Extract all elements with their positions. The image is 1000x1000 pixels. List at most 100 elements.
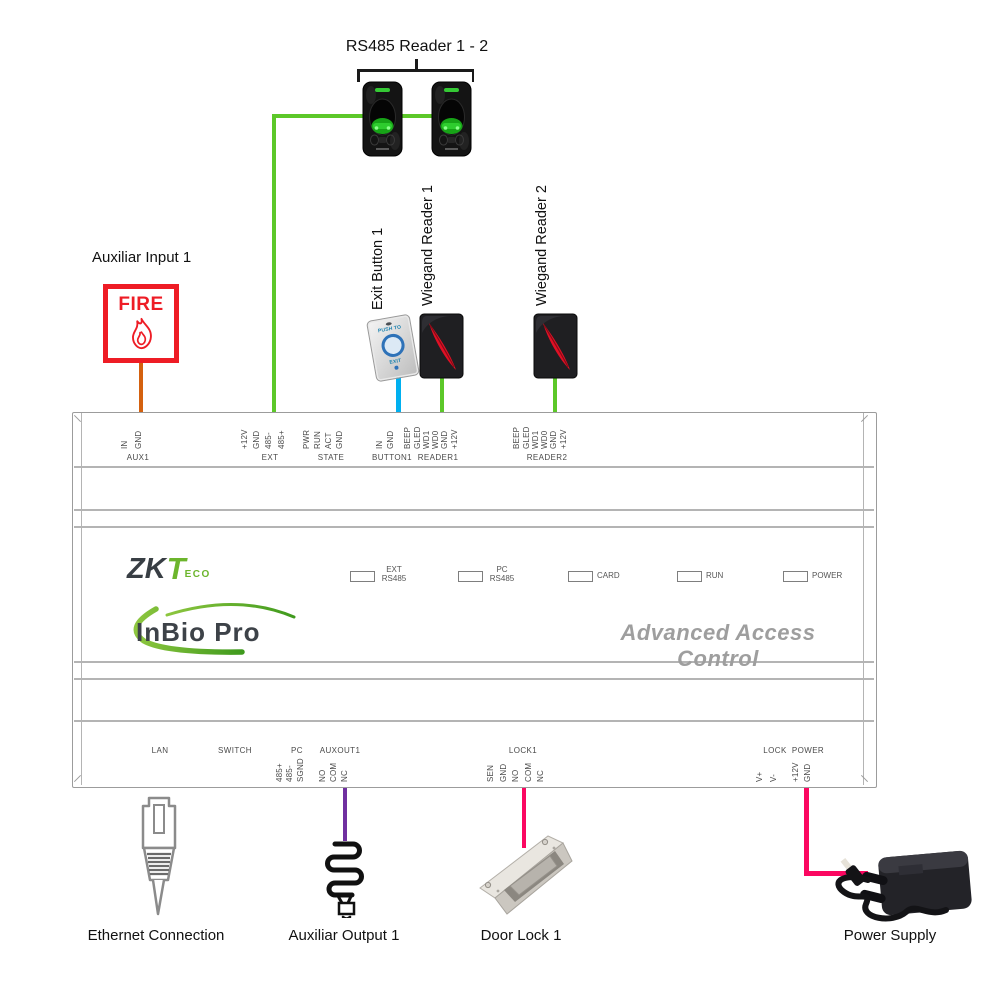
power-adapter	[835, 850, 972, 922]
fingerprint-reader-1	[362, 81, 403, 157]
panel-divider	[74, 526, 874, 528]
panel-divider	[74, 720, 874, 722]
terminal-group-label: LOCK1	[508, 746, 538, 755]
model-name: InBio Pro	[136, 617, 261, 647]
pin-label: 485+	[275, 763, 284, 782]
logo-eco: ECO	[184, 569, 211, 580]
terminal-group-label: SWITCH	[218, 746, 252, 755]
pin-label: GND	[803, 763, 812, 782]
ethernet-caption: Ethernet Connection	[87, 927, 225, 944]
panel-divider	[74, 678, 874, 680]
pin-label: 485-	[285, 765, 294, 782]
wiegand1-wire	[440, 374, 444, 415]
pin-label: WD0	[431, 430, 440, 449]
terminal-group-label: READER2	[526, 453, 568, 462]
terminal-group-label: STATE	[317, 453, 345, 462]
panel-right-edge	[863, 413, 865, 785]
pin-label: WD1	[422, 430, 431, 449]
aux-input-wire	[139, 360, 143, 415]
door-strike-lock	[479, 835, 573, 915]
pin-label: +12V	[240, 429, 249, 449]
terminal-group-label: EXT	[261, 453, 279, 462]
bracket-left-drop	[357, 69, 360, 82]
bracket-right-drop	[471, 69, 474, 82]
aux-output-wire	[343, 788, 347, 841]
bracket-center-tick	[415, 59, 418, 71]
pin-label: COM	[329, 762, 338, 782]
led-label: POWER	[812, 571, 843, 580]
pin-label: PWR	[302, 429, 311, 449]
cfl-bulb-icon	[325, 841, 364, 918]
aux-output-caption: Auxiliar Output 1	[288, 927, 400, 944]
terminal-group-label: AUX1	[126, 453, 150, 462]
pin-label: GLED	[522, 426, 531, 449]
panel-divider	[74, 466, 874, 468]
panel-divider	[74, 509, 874, 511]
led-label: RUN	[706, 571, 724, 580]
pin-label: BEEP	[403, 426, 412, 449]
pin-label: SGND	[296, 758, 305, 782]
led-ext-rs485	[350, 571, 375, 582]
logo-t: T	[166, 551, 186, 586]
pin-label: GND	[335, 430, 344, 449]
inbio-pro-logo: InBio Pro	[122, 593, 312, 657]
pin-label: GND	[440, 430, 449, 449]
pin-label: GND	[252, 430, 261, 449]
exit-button-device: PUSH TO EXIT	[365, 313, 421, 383]
fingerprint-reader-2	[431, 81, 472, 157]
pin-label: GND	[134, 430, 143, 449]
wiegand-reader-2-device	[533, 313, 578, 379]
terminal-group-label: READER1	[417, 453, 459, 462]
led-run	[677, 571, 702, 582]
wiegand-reader-2-label: Wiegand Reader 2	[534, 185, 550, 306]
led-pc-rs485	[458, 571, 483, 582]
pin-label: NO	[511, 769, 520, 782]
pin-label: NC	[340, 770, 349, 782]
logo-zk: ZK	[127, 553, 166, 585]
pin-label: RUN	[313, 431, 322, 449]
pin-label: WD1	[531, 430, 540, 449]
led-label: EXT RS485	[381, 565, 407, 583]
terminal-group-label: LAN	[151, 746, 169, 755]
led-label: PC RS485	[489, 565, 515, 583]
wiegand-reader-1-label: Wiegand Reader 1	[420, 185, 436, 306]
pin-label: V+	[755, 771, 764, 782]
wiegand-reader-1-device	[419, 313, 464, 379]
door-lock-caption: Door Lock 1	[480, 927, 562, 944]
terminal-group-label: BUTTON1	[372, 453, 412, 462]
exit-button-wire	[396, 376, 401, 415]
led-label: CARD	[597, 571, 620, 580]
pin-label: ACT	[324, 432, 333, 449]
terminal-group-label: PC	[291, 746, 303, 755]
panel-tagline: Advanced Access Control	[620, 620, 816, 671]
power-supply-wire-horizontal	[804, 871, 868, 876]
pin-label: GLED	[413, 426, 422, 449]
fire-text: FIRE	[118, 294, 164, 315]
pin-label: NC	[536, 770, 545, 782]
pin-label: NO	[318, 769, 327, 782]
pin-label: BEEP	[512, 426, 521, 449]
terminal-group-label: LOCK	[763, 746, 787, 755]
pin-label: IN	[375, 440, 384, 449]
exit-button-ring	[379, 332, 406, 359]
pin-label: COM	[524, 762, 533, 782]
power-supply-wire-vertical	[804, 788, 809, 876]
ethernet-connector	[141, 796, 177, 916]
rs485-group-label: RS485 Reader 1 - 2	[345, 38, 489, 55]
exit-button-dot	[394, 365, 399, 371]
pin-label: GND	[549, 430, 558, 449]
power-supply-caption: Power Supply	[843, 927, 937, 944]
wiegand2-wire	[553, 374, 557, 415]
fire-box: FIRE	[103, 284, 179, 363]
aux-input-label: Auxiliar Input 1	[92, 249, 192, 266]
logo-swoosh	[133, 603, 296, 655]
bracket-horizontal	[357, 69, 474, 72]
panel-left-edge	[81, 413, 83, 785]
pin-label: GND	[386, 430, 395, 449]
pin-label: SEN	[486, 764, 495, 782]
panel-divider	[74, 661, 874, 663]
pin-label: IN	[120, 440, 129, 449]
pin-label: +12V	[450, 429, 459, 449]
